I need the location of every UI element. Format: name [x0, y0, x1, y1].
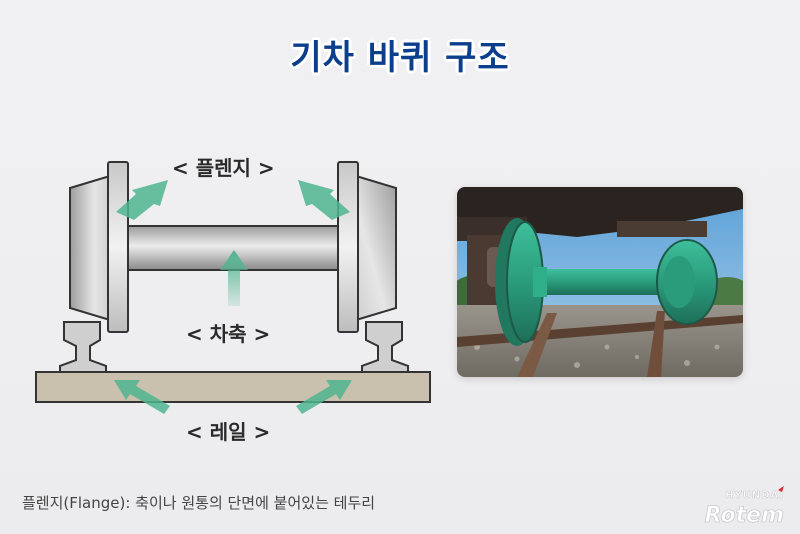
left-rail [59, 321, 107, 373]
wheelset-photo [457, 187, 743, 377]
flange-arrow-right [298, 180, 350, 220]
flange-arrow-left [116, 180, 168, 220]
svg-text:HYUNDAI: HYUNDAI [725, 490, 784, 501]
page-title: 기차 바퀴 구조 [290, 38, 510, 78]
flange-label: < 플렌지 > [172, 156, 275, 180]
wheelset-diagram [35, 161, 431, 414]
rail-base [35, 371, 431, 403]
right-wheel [355, 174, 397, 322]
axle-arrow [220, 250, 248, 306]
flange-definition: 플렌지(Flange): 축이나 원통의 단면에 붙어있는 테두리 [22, 494, 376, 512]
rail-arrow-left [114, 380, 170, 414]
left-wheel [69, 174, 111, 322]
rail-arrow-right [296, 380, 352, 414]
axle-label: < 차축 > [186, 322, 271, 346]
right-flange [337, 161, 359, 333]
rail-label: < 레일 > [186, 420, 271, 444]
svg-text:Rotem: Rotem [705, 503, 784, 528]
hyundai-rotem-logo: HYUNDAI Rotem [676, 484, 788, 528]
left-flange [107, 161, 129, 333]
right-rail [361, 321, 409, 373]
